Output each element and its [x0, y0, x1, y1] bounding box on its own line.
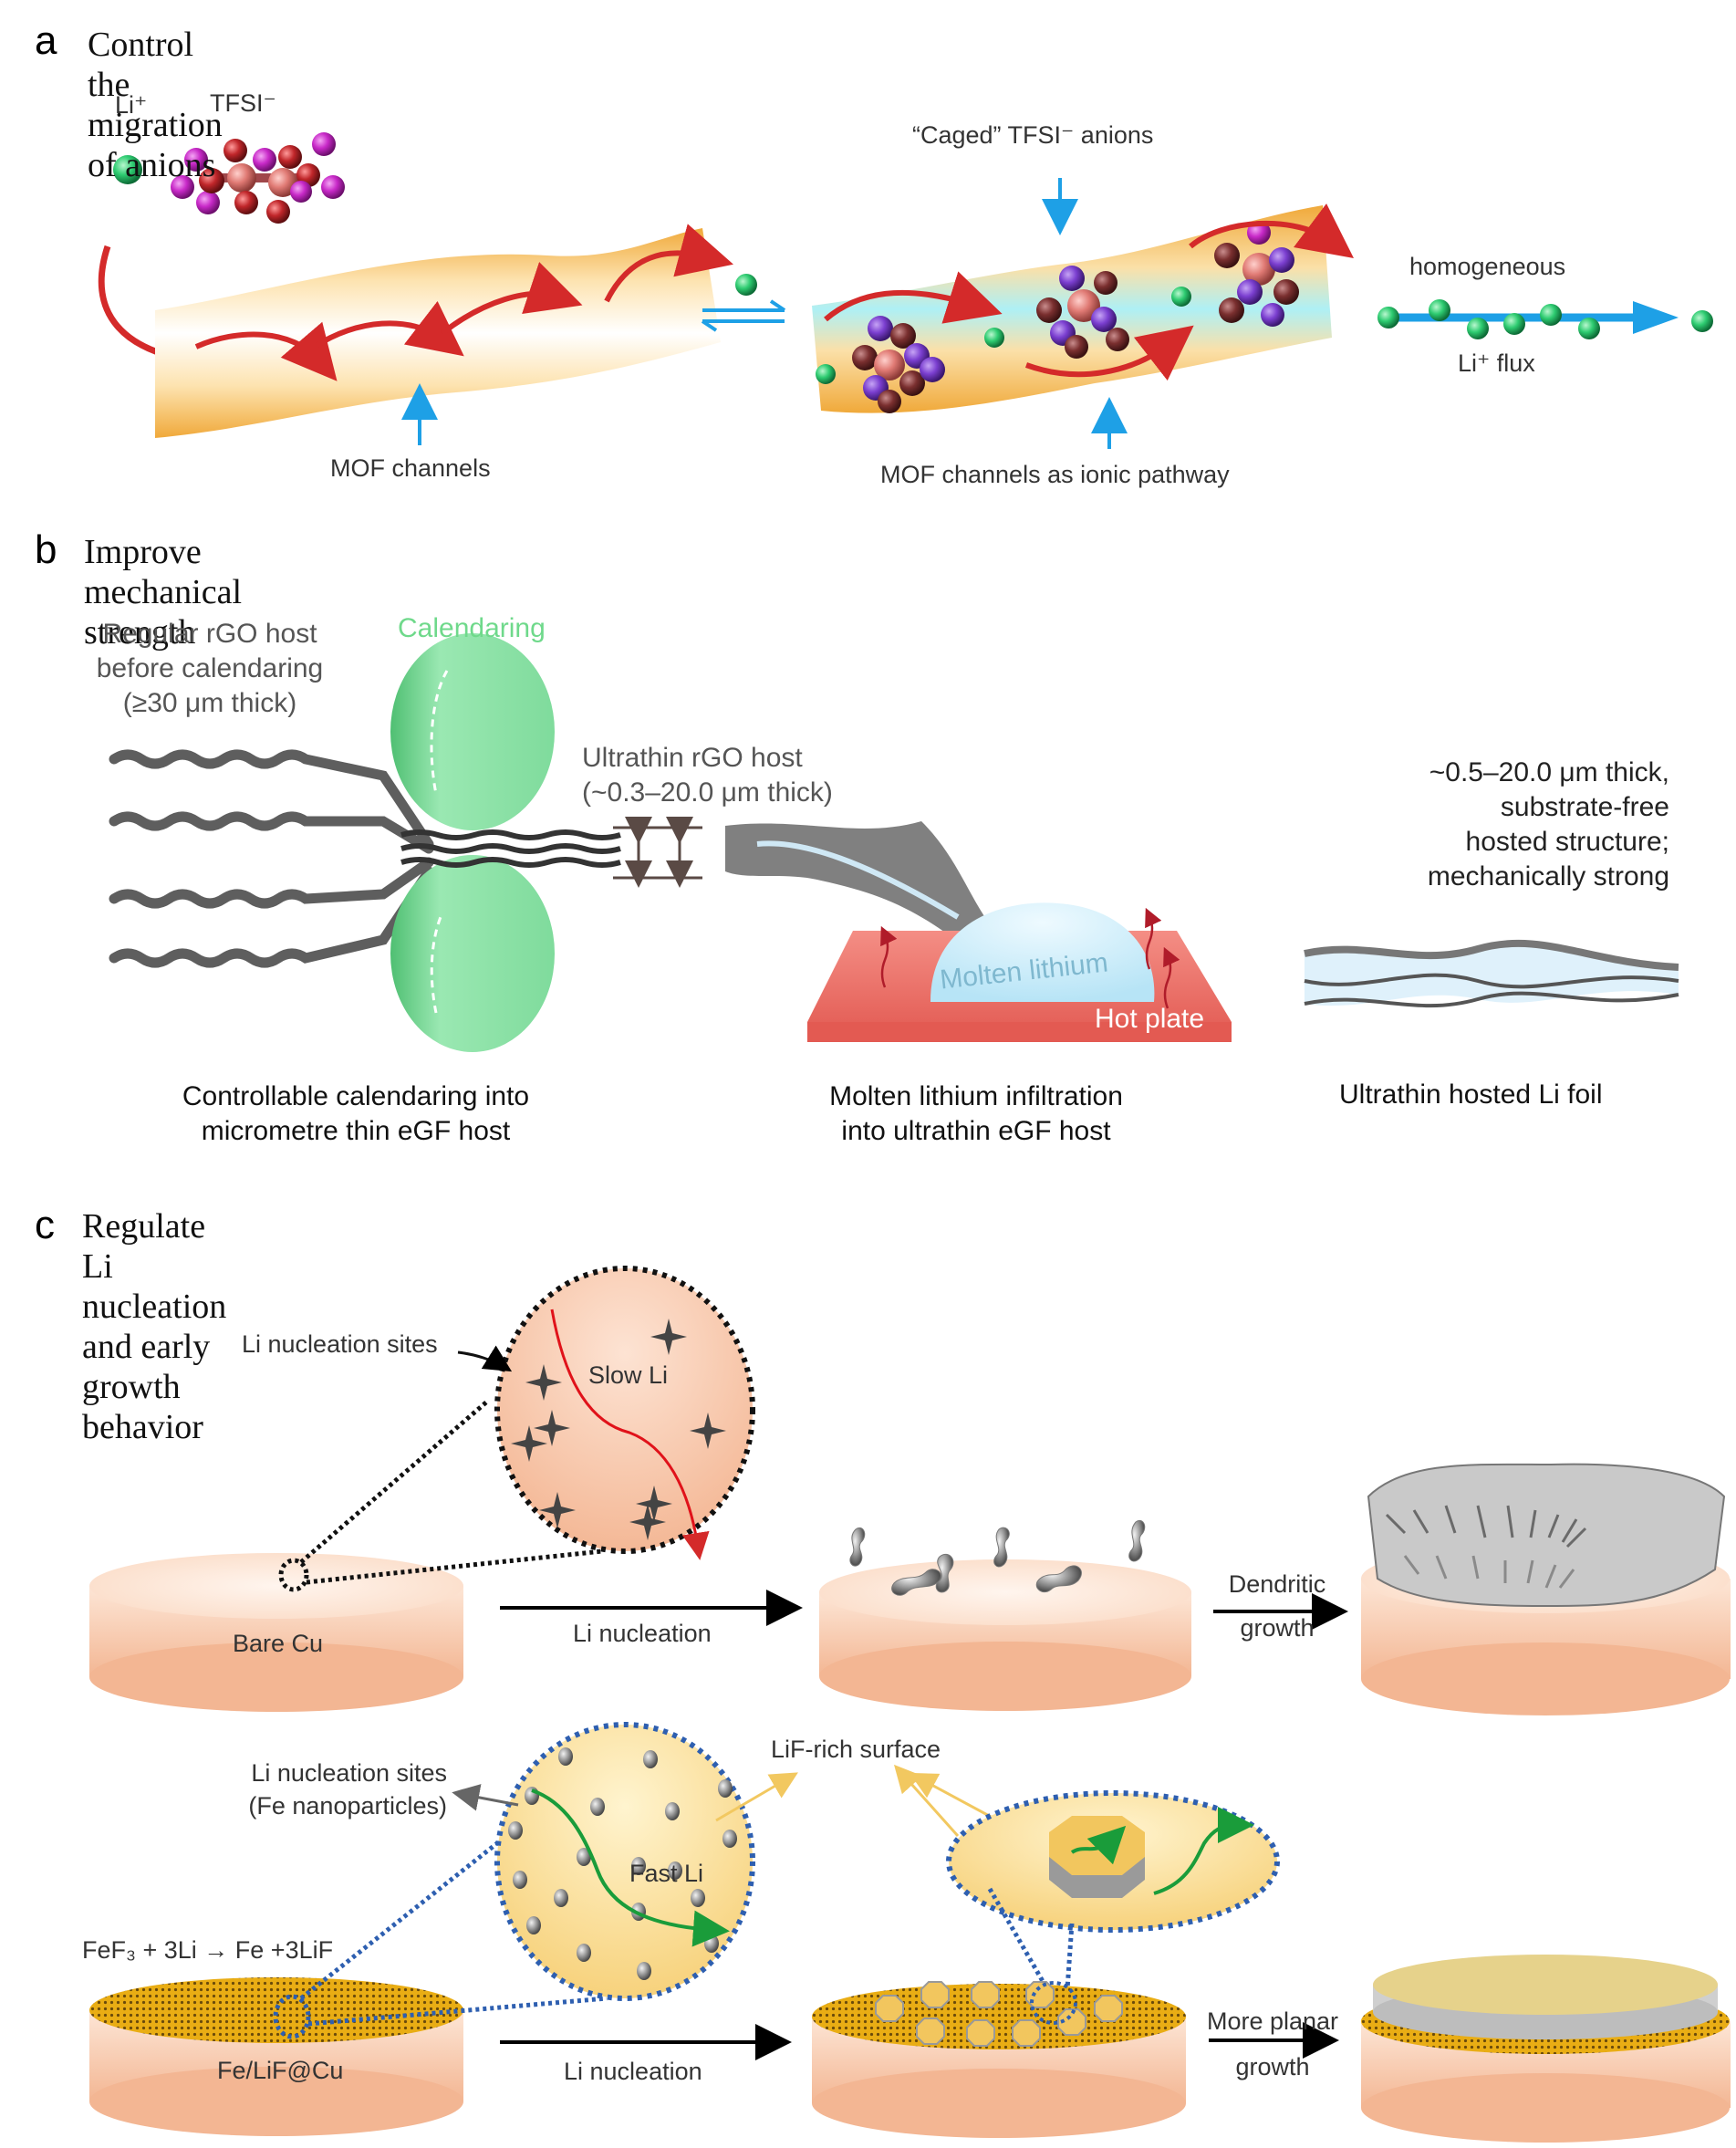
- li-ion-label: Li⁺: [115, 91, 148, 119]
- lif-hexagon-icon: [1049, 1816, 1145, 1898]
- slow-li-label: Slow Li: [588, 1361, 669, 1389]
- hexagon-nuclei-disc-icon: [812, 1981, 1186, 2138]
- panel-b-title: Improve mechanical strength: [84, 533, 243, 652]
- panel-b-graphics: [109, 633, 1679, 1052]
- hot-plate-label: Hot plate: [1095, 1004, 1205, 1034]
- caged-anions-label: “Caged” TFSI⁻ anions: [912, 121, 1154, 149]
- molten-lithium-icon: [930, 902, 1155, 1002]
- foil-properties-label: ~0.5–20.0 μm thick, substrate-free hoste…: [1427, 757, 1669, 892]
- li-ion-icon: [113, 155, 142, 184]
- bare-cu-disc-icon: [89, 1553, 463, 1712]
- calendaring-label: Calendaring: [398, 613, 546, 643]
- li-nucleation-label-top: Li nucleation: [573, 1620, 712, 1647]
- li-foil-icon: [1304, 939, 1679, 1008]
- caption-li-foil: Ultrathin hosted Li foil: [1339, 1079, 1603, 1110]
- panel-c-top-graphics: [89, 1266, 1731, 1715]
- li-flux-arrow-icon: [1377, 299, 1713, 339]
- tfsi-molecule-icon: [171, 132, 345, 224]
- mof-channels-label: MOF channels: [330, 454, 491, 482]
- caption-infiltration: Molten lithium infiltration into ultrath…: [829, 1081, 1123, 1146]
- planar-disc-icon: [1361, 1955, 1731, 2143]
- dendrite-disc-icon: [1361, 1463, 1731, 1715]
- homogeneous-label: homogeneous: [1409, 253, 1566, 280]
- regular-host-label: Regular rGO host before calendaring (≥30…: [96, 619, 324, 718]
- equilibrium-arrows-icon: [701, 299, 786, 332]
- planar-growth-label: More planar growth: [1206, 2007, 1339, 2080]
- lif-surface-label: LiF-rich surface: [771, 1736, 941, 1763]
- top-roller-icon: [390, 633, 555, 830]
- panel-c-bottom-graphics: [89, 1722, 1731, 2143]
- panel-a-title: Control the migration of anions: [88, 26, 223, 184]
- reaction-equation-label: FeF₃ + 3Li → Fe +3LiF: [82, 1936, 334, 1964]
- nucleation-star-icons: [511, 1319, 726, 1540]
- caged-anion-cluster: [852, 221, 1299, 413]
- tfsi-label: TFSI⁻: [210, 89, 276, 117]
- fe-lif-cu-label: Fe/LiF@Cu: [217, 2057, 344, 2084]
- dendritic-growth-label: Dendritic growth: [1228, 1570, 1326, 1642]
- li-nucleation-label-bottom: Li nucleation: [564, 2058, 702, 2085]
- li-flux-label: Li⁺ flux: [1458, 349, 1535, 377]
- panel-a-graphics: [98, 132, 1713, 449]
- fe-lif-cu-disc-icon: [89, 1977, 463, 2136]
- nucleation-sites-label: Li nucleation sites: [242, 1330, 438, 1358]
- nucleated-disc-icon: [819, 1520, 1191, 1711]
- panel-a-letter: a: [35, 18, 57, 63]
- fe-nucleation-sites-label: Li nucleation sites (Fe nanoparticles): [248, 1759, 447, 1820]
- zoom-circle-slow: [494, 1266, 755, 1554]
- bare-cu-label: Bare Cu: [233, 1630, 324, 1657]
- bottom-roller-icon: [390, 855, 555, 1052]
- mof-pathway-label: MOF channels as ionic pathway: [880, 461, 1230, 488]
- caption-calendaring: Controllable calendaring into micrometre…: [182, 1081, 530, 1146]
- panel-b-letter: b: [35, 527, 57, 572]
- ultrathin-host-label: Ultrathin rGO host (~0.3–20.0 μm thick): [582, 743, 833, 808]
- panel-c-title: Regulate Li nucleation and early growth …: [82, 1207, 227, 1446]
- fast-li-label: Fast Li: [629, 1860, 704, 1887]
- zoom-circle-fast: [494, 1722, 755, 2001]
- panel-c-letter: c: [35, 1203, 55, 1247]
